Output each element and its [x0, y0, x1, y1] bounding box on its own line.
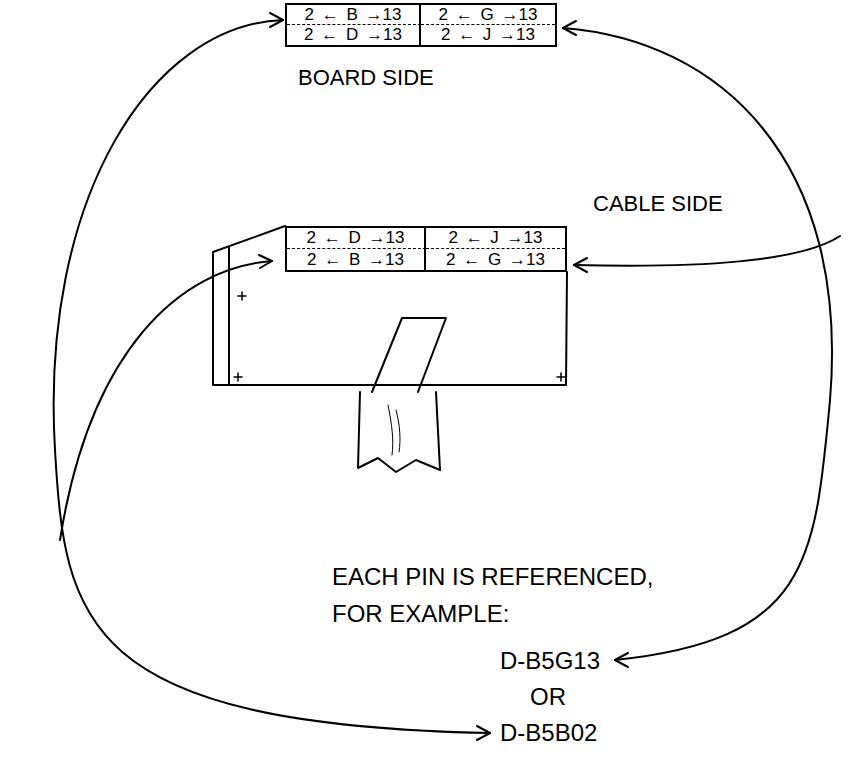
- pin-range: 2 ← J →13: [448, 228, 542, 248]
- pin-range: 2 ← B →13: [307, 250, 404, 270]
- pin-row-cell: 2 ← D →13: [287, 228, 426, 249]
- housing-outline: [213, 226, 567, 385]
- connector-face: CABLE SIDE2 ← D →132 ← J →132 ← B →132 ←…: [285, 226, 567, 272]
- arrowhead: [615, 653, 628, 667]
- note-text: FOR EXAMPLE:: [330, 600, 511, 628]
- reference-curve: [60, 261, 272, 540]
- arrowhead: [574, 258, 587, 272]
- pin-range: 2 ← G →13: [446, 250, 545, 270]
- cable: [358, 392, 440, 472]
- pin-row-cell: 2 ← G →13: [421, 5, 555, 25]
- housing-fold: [228, 247, 230, 385]
- connector-face: BOARD SIDE2 ← B →132 ← G →132 ← D →132 ←…: [285, 3, 557, 47]
- pin-row-cell: 2 ← G →13: [426, 249, 565, 270]
- arrowhead: [270, 13, 283, 27]
- pin-row-cell: 2 ← D →13: [287, 25, 421, 45]
- pin-range: 2 ← D →13: [307, 228, 405, 248]
- cable-clamp: [372, 318, 446, 392]
- pin-range: 2 ← D →13: [304, 25, 402, 45]
- side-heading: BOARD SIDE: [298, 65, 434, 91]
- pin-row-cell: 2 ← J →13: [426, 228, 565, 249]
- pin-row-cell: 2 ← J →13: [421, 25, 555, 45]
- note-text: EACH PIN IS REFERENCED,: [330, 563, 655, 591]
- note-text: OR: [528, 683, 568, 711]
- pin-range: 2 ← B →13: [305, 5, 402, 25]
- pin-range: 2 ← J →13: [441, 25, 535, 45]
- pin-range: 2 ← G →13: [439, 5, 538, 25]
- pin-row-cell: 2 ← B →13: [287, 5, 421, 25]
- pin-reference: D-B5B02: [498, 719, 599, 747]
- reference-curve: [574, 236, 840, 266]
- pin-row-cell: 2 ← B →13: [287, 249, 426, 270]
- arrowhead: [259, 255, 272, 268]
- cable-shading: [388, 405, 400, 455]
- side-heading: CABLE SIDE: [593, 191, 723, 217]
- arrowhead: [563, 21, 576, 35]
- arrowhead: [477, 726, 490, 740]
- pin-reference: D-B5G13: [498, 647, 602, 675]
- screw-mark: [234, 292, 565, 381]
